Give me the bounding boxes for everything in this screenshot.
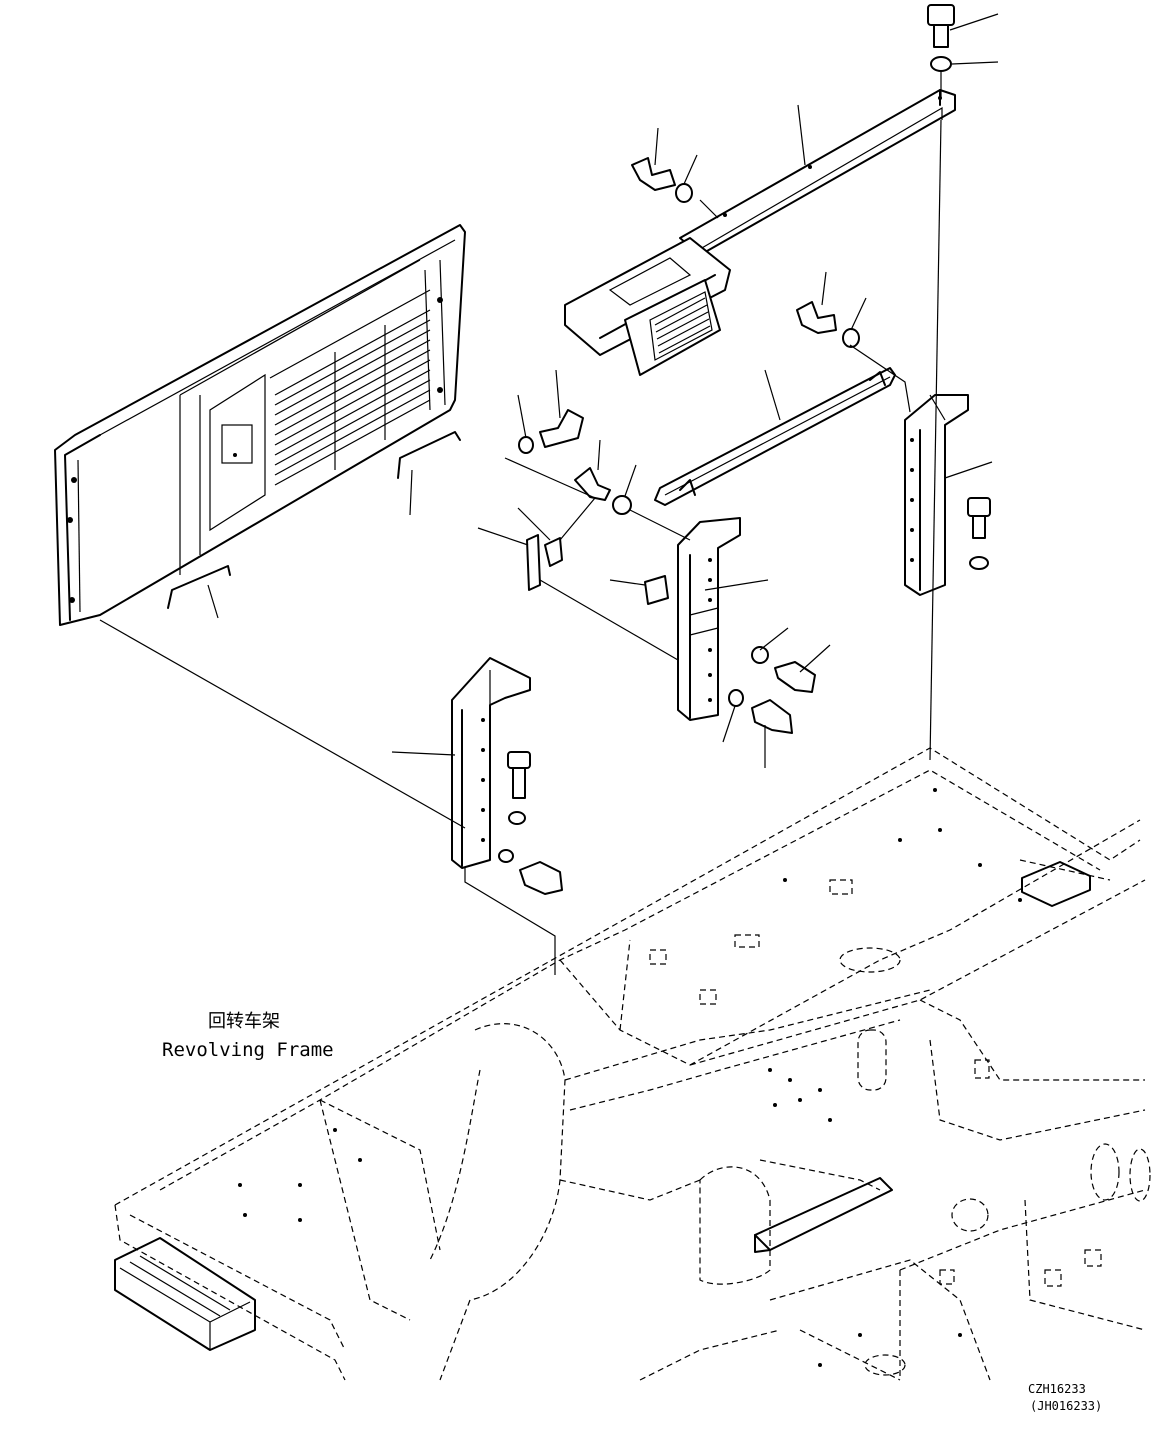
- bracket-left: [451, 657, 531, 869]
- frame-label-chinese: 回转车架: [208, 1011, 280, 1032]
- handrail-lower: [167, 565, 231, 609]
- clip-bracket: [526, 534, 563, 591]
- bolts-and-washers: [498, 4, 991, 895]
- revolving-frame: [114, 747, 1151, 1381]
- diagonal-strut: [654, 367, 896, 506]
- door-louvers: [274, 309, 431, 486]
- handrail-upper: [397, 431, 461, 479]
- door-panel: [54, 224, 466, 626]
- leader-lines: [99, 13, 999, 975]
- bracket-middle: [677, 517, 741, 721]
- frame-label-english: Revolving Frame: [162, 1039, 334, 1061]
- drawing-number-alt: (JH016233): [1030, 1399, 1102, 1413]
- drawing-number: CZH16233: [1028, 1382, 1086, 1396]
- bracket-right: [904, 394, 969, 596]
- small-plate: [644, 575, 669, 605]
- top-beam: [679, 89, 956, 256]
- tray-bracket: [564, 237, 731, 376]
